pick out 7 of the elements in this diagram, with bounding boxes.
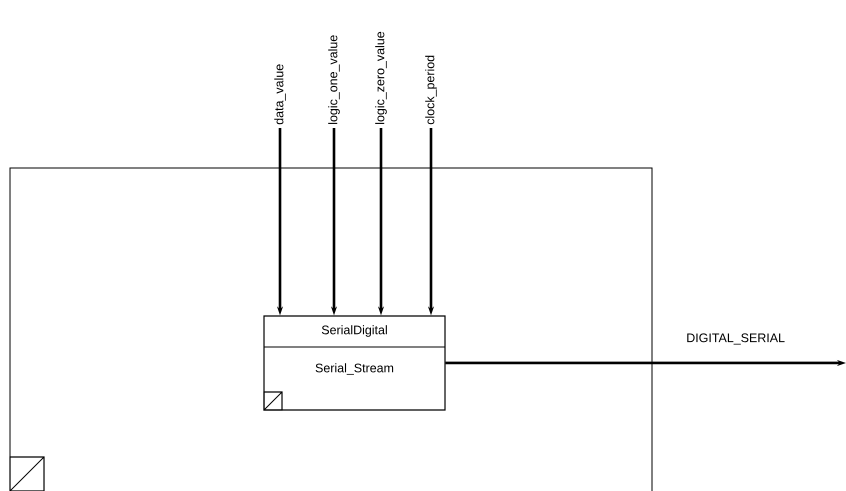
port-label: data_value <box>274 64 286 124</box>
signal-label: DIGITAL_SERIAL <box>687 333 785 345</box>
port-label: logic_one_value <box>328 35 340 124</box>
frame-box <box>9 167 652 491</box>
port-label: logic_zero_value <box>375 32 387 124</box>
block-box: SerialDigital Serial_Stream <box>263 315 446 411</box>
port-label: clock_period <box>425 56 437 124</box>
